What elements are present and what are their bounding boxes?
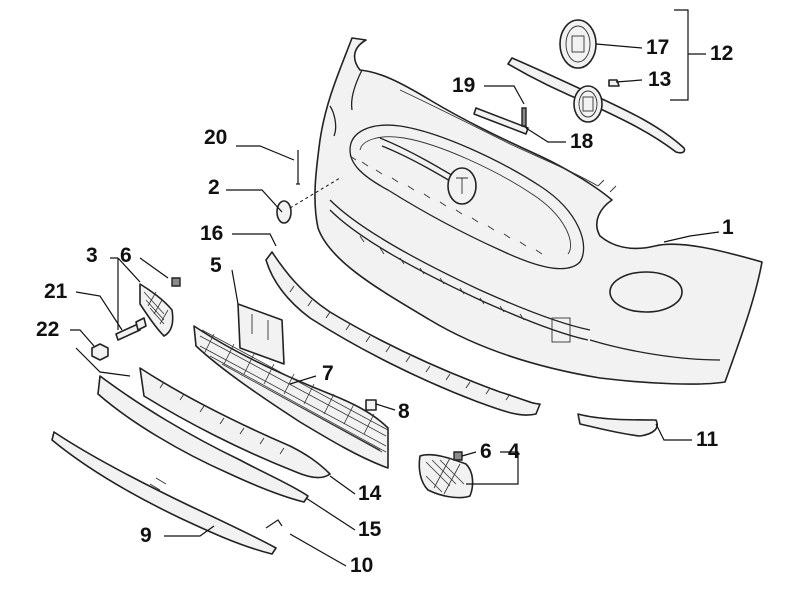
lower-grille-mesh bbox=[193, 325, 389, 469]
callout-6-left: 6 bbox=[120, 244, 132, 267]
callout-15: 15 bbox=[358, 518, 382, 541]
upper-bracket bbox=[473, 107, 529, 135]
plate-bracket bbox=[237, 303, 285, 365]
callout-4: 4 bbox=[508, 440, 520, 463]
callout-8: 8 bbox=[398, 400, 410, 423]
right-fog-grille bbox=[418, 453, 474, 499]
upper-fiat-badge bbox=[559, 19, 597, 69]
callout-11: 11 bbox=[696, 428, 719, 451]
rod-pin bbox=[296, 150, 300, 185]
callout-22: 22 bbox=[36, 318, 59, 341]
nut bbox=[91, 343, 109, 361]
lower-grille-frame bbox=[139, 367, 331, 479]
callout-9: 9 bbox=[140, 524, 152, 547]
skid-plate bbox=[51, 431, 277, 555]
callout-14: 14 bbox=[358, 482, 382, 505]
assembly-dash-line bbox=[289, 177, 341, 209]
callout-20: 20 bbox=[204, 126, 227, 149]
badge-clip bbox=[608, 79, 620, 87]
wire-clip bbox=[265, 519, 283, 529]
leader-lines bbox=[70, 9, 720, 567]
front-badge-on-bar bbox=[573, 85, 603, 123]
bracket-screw bbox=[521, 107, 527, 127]
callout-labels: 1 2 3 4 5 6 6 7 8 9 10 11 12 13 14 15 16… bbox=[36, 36, 734, 577]
callout-13: 13 bbox=[648, 68, 671, 91]
callout-2: 2 bbox=[208, 176, 220, 199]
left-grille-clip bbox=[171, 277, 181, 287]
callout-7: 7 bbox=[322, 362, 334, 385]
callout-21: 21 bbox=[44, 280, 68, 303]
callout-12: 12 bbox=[710, 42, 733, 65]
callout-1: 1 bbox=[722, 216, 734, 239]
callout-6-right: 6 bbox=[480, 440, 492, 463]
callout-16: 16 bbox=[200, 222, 223, 245]
front-bumper-shell bbox=[314, 37, 763, 385]
callout-17: 17 bbox=[646, 36, 669, 59]
tow-hook-cover bbox=[276, 200, 292, 224]
lip-spoiler-strip bbox=[265, 251, 541, 416]
callout-5: 5 bbox=[210, 254, 222, 277]
lower-deflector-strip bbox=[97, 375, 309, 503]
right-grille-clip bbox=[453, 451, 463, 461]
callout-18: 18 bbox=[570, 130, 594, 153]
mounting-bolt bbox=[115, 317, 147, 341]
callout-3: 3 bbox=[86, 244, 98, 267]
callout-10: 10 bbox=[350, 554, 373, 577]
left-fog-grille bbox=[139, 283, 174, 337]
callout-19: 19 bbox=[452, 74, 475, 97]
side-reflector-trim bbox=[577, 413, 658, 437]
mesh-clip bbox=[365, 399, 377, 411]
